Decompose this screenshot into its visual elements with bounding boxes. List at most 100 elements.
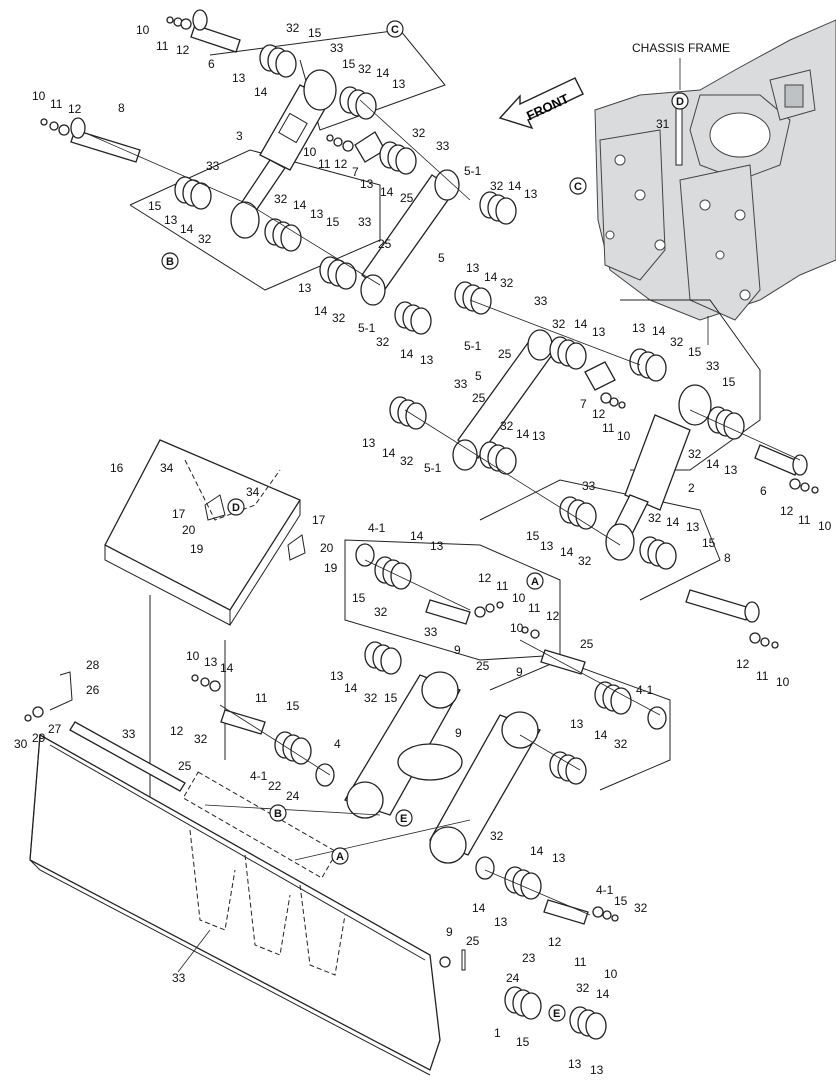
part-1: 33 [172,971,186,985]
part-number-label: 13 [524,187,538,201]
part-number-label: 15 [688,345,702,359]
part-number-label: 32 [634,901,648,915]
part-number-label: 33 [706,359,720,373]
part-5: 5 [475,369,482,383]
part-4: 9 [455,726,462,740]
part-number-label: 10 [776,675,790,689]
part-number-label: 10 [818,519,832,533]
part-number-label: 15 [326,215,340,229]
part-number-label: 4-1 [636,683,654,697]
part-number-label: 13 [330,669,344,683]
part-number-label: 14 [410,529,424,543]
part-7: 7 [580,397,587,411]
front-arrow: FRONT [498,77,584,130]
part-number-label: 14 [666,515,680,529]
part-number-label: 32 [614,737,628,751]
part-number-label: 27 [48,722,62,736]
part-number-label: 1 [494,1026,501,1040]
part-number-label: 12 [592,407,606,421]
part-number-label: 13 [466,261,480,275]
part-number-label: 14 [596,987,610,1001]
part-number-label: 10 [512,591,526,605]
part-number-label: 13 [420,353,434,367]
spring-seal-stacks [174,44,745,1040]
part-number-label: 12 [68,102,82,116]
part-number-label: 12 [546,609,560,623]
callouts: C C D D B B A A [161,20,689,1022]
part-19: 19 [190,542,204,556]
part-number-label: 12 [334,157,348,171]
part-number-label: 13 [568,1057,582,1071]
part-number-label: 32 [648,511,662,525]
part-number-label: 23 [522,951,536,965]
part-number-label: 14 [344,681,358,695]
part-number-label: 14 [293,198,307,212]
part-number-label: 13 [590,1063,604,1077]
part-number-label: 15 [702,536,716,550]
part-number-label: 12 [176,43,190,57]
assembly-outlines [129,29,761,840]
part-number-label: 11 [318,157,331,171]
part-number-label: 33 [330,41,344,55]
links-5: 5 5 [360,169,553,471]
part-8: 8 [724,551,731,565]
cylinder-2: 2 [605,384,712,561]
callout-a-blade: A [331,847,349,865]
part-number-label: 14 [314,304,328,318]
part-number-label: 32 [194,732,208,746]
part-number-label: 29 [32,731,46,745]
part-number-label: 25 [400,191,414,205]
part-number-label: 15 [614,894,628,908]
part-number-label: 15 [526,529,540,543]
part-number-label: 32 [274,192,288,206]
part-number-label: 5-1 [464,339,482,353]
part-number-label: 12 [736,657,750,671]
part-number-label: 14 [180,222,194,236]
chassis-frame: CHASSIS FRAME 31 [594,19,836,345]
part-number-label: 14 [574,317,588,331]
part-number-label: 10 [604,967,618,981]
svg-text:E: E [400,813,407,825]
part-number-label: 32 [412,126,426,140]
part-number-label: 4-1 [596,883,614,897]
part-number-label: 32 [552,317,566,331]
svg-text:B: B [274,808,282,820]
part-number-label: 32 [490,829,504,843]
part-number-label: 25 [498,347,512,361]
part-22: 33 [122,727,136,741]
part-17: 17 [312,513,326,527]
part-number-label: 13 [362,436,376,450]
svg-text:A: A [531,576,539,588]
part-6: 6 [760,484,767,498]
part-number-label: 5-1 [464,164,482,178]
link-frame-4: 9 [344,671,541,864]
part-number-label: 11 [496,579,509,593]
svg-text:C: C [391,24,399,36]
part-number-label: 4-1 [250,769,268,783]
part-number-label: 14 [706,457,720,471]
part-number-label: 13 [392,77,406,91]
svg-text:B: B [166,256,174,268]
part-number-label: 32 [198,232,212,246]
part-number-label: 25 [466,934,480,948]
part-31: 31 [656,117,670,131]
svg-text:E: E [553,1008,560,1020]
part-number-label: 15 [516,1035,530,1049]
part-number-label: 24 [506,971,520,985]
part-number-label: 13 [724,463,738,477]
part-number-label: 9 [516,665,523,679]
callout-e-bottom: E [548,1004,566,1022]
part-number-label: 32 [576,981,590,995]
part-16: 16 [110,461,124,475]
part-number-label: 32 [332,311,346,325]
part-number-label: 13 [298,281,312,295]
part-number-label: 14 [254,85,268,99]
part-number-label: 32 [286,21,300,35]
part-number-label: 26 [86,683,100,697]
part-number-label: 32 [364,691,378,705]
part-number-label: 10 [136,23,150,37]
svg-text:C: C [574,181,582,193]
part-number-label: 11 [756,669,769,683]
svg-text:D: D [232,502,240,514]
part-7: 7 [352,165,359,179]
